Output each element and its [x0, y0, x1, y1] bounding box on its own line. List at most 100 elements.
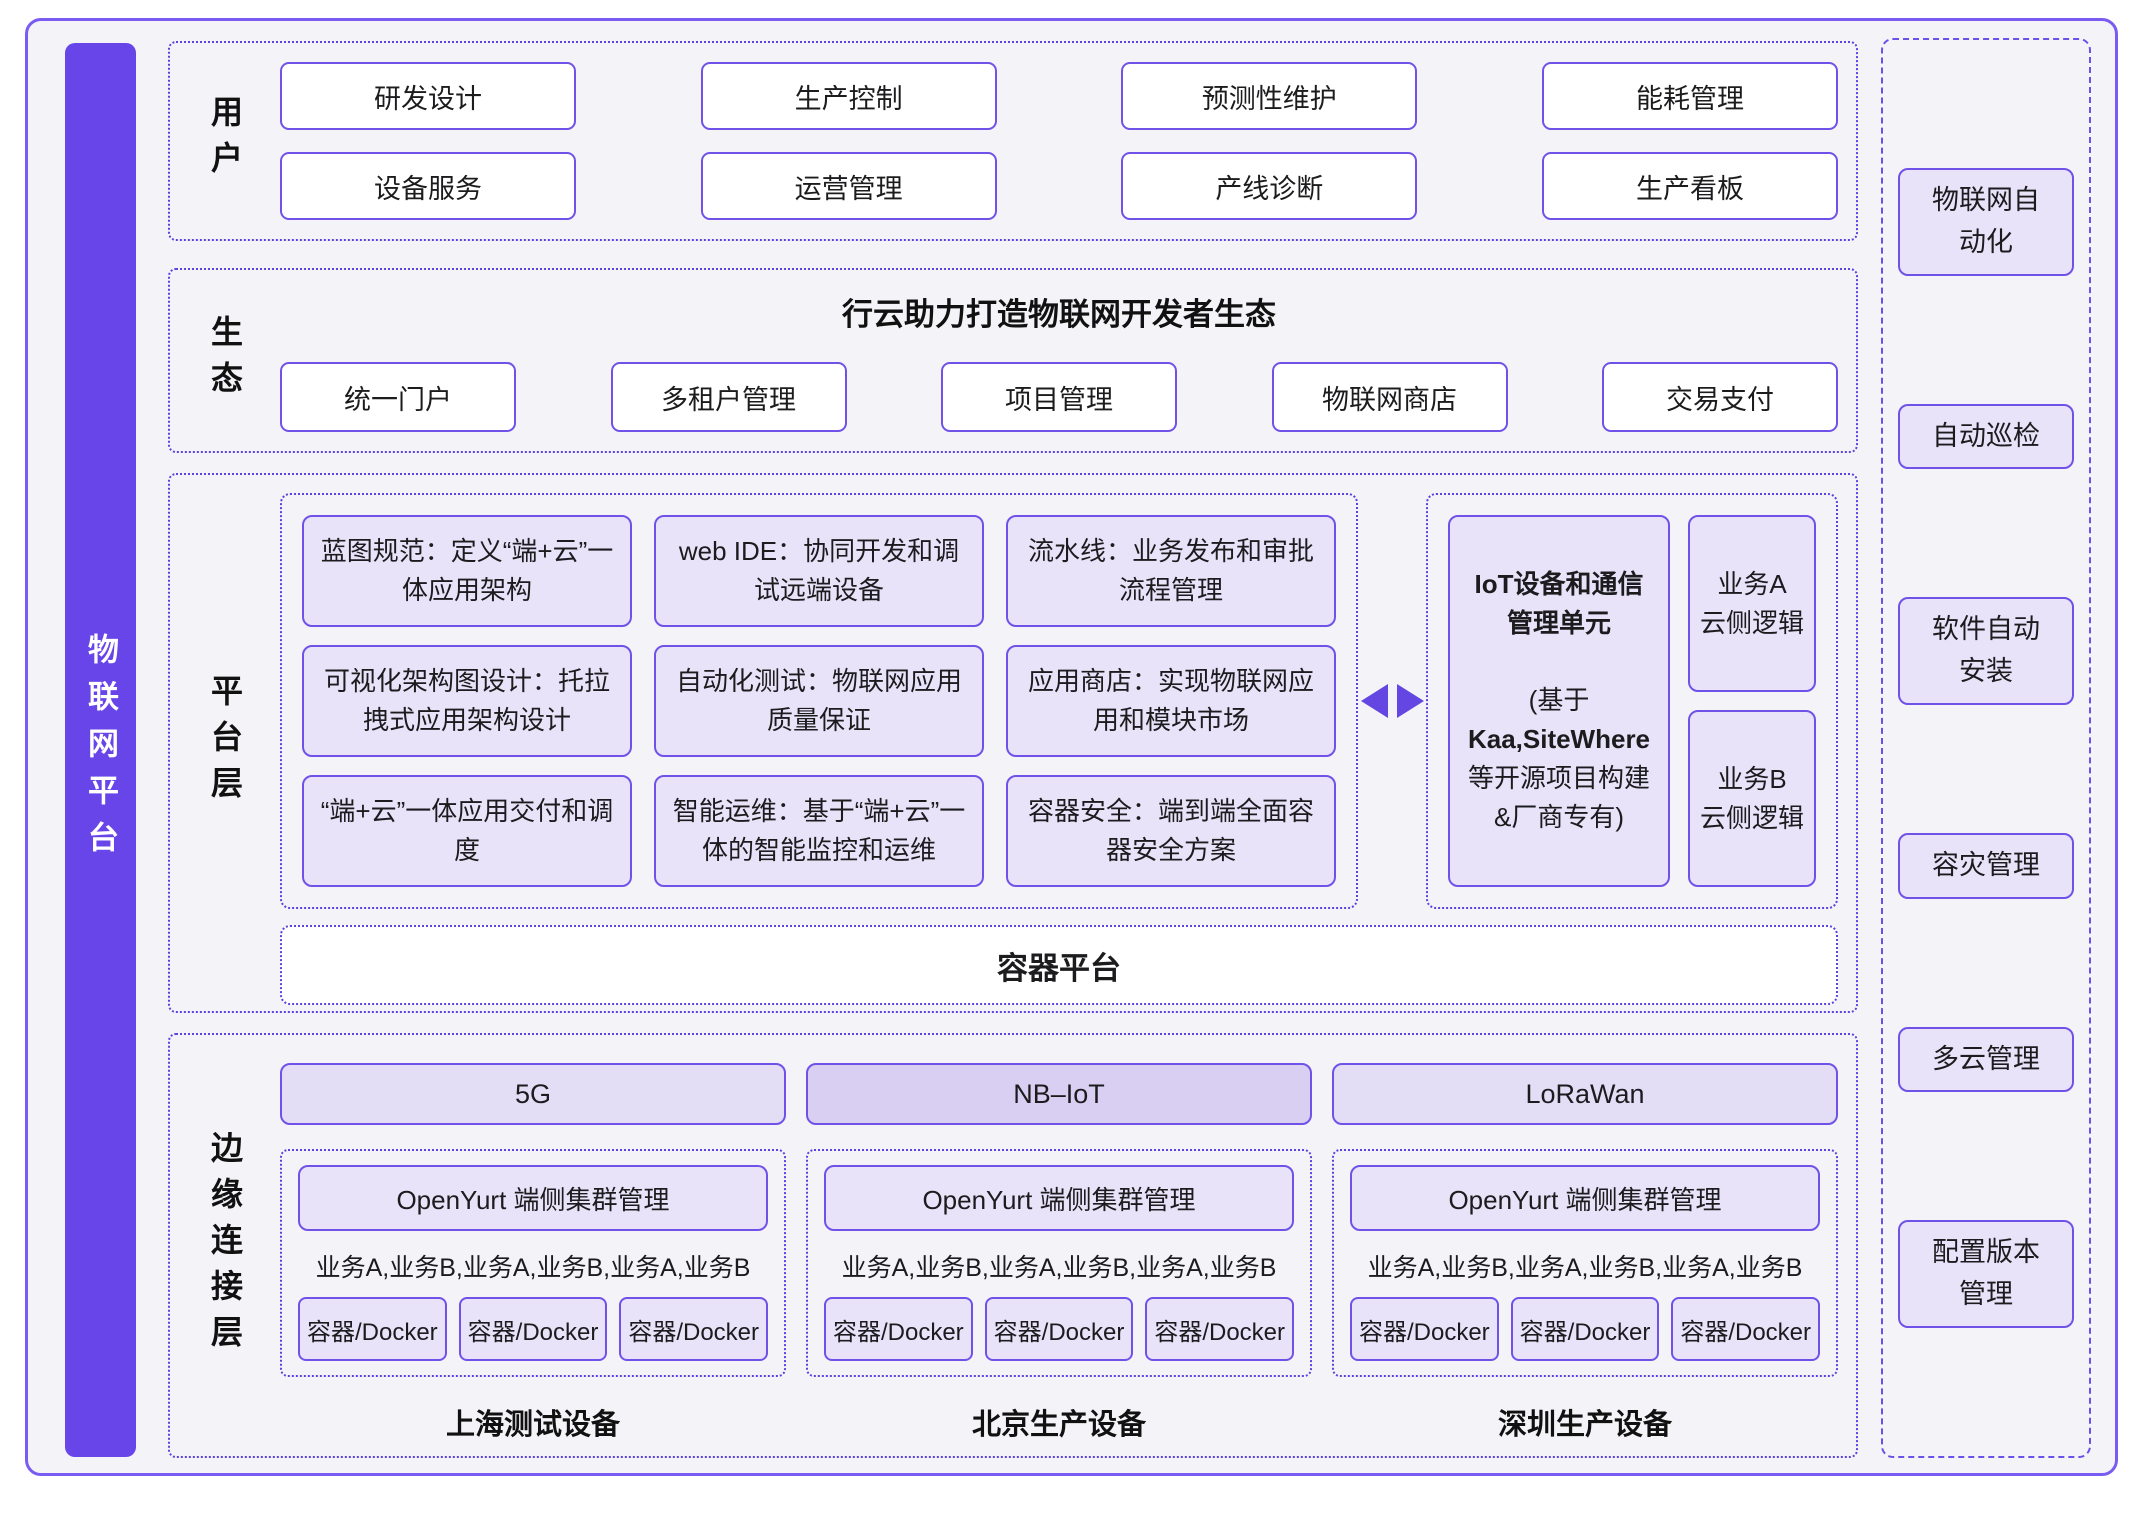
business-a-line1: 业务A: [1717, 568, 1787, 599]
openyurt-bar: OpenYurt 端侧集群管理: [824, 1165, 1294, 1231]
edge-cluster-box-5g: OpenYurt 端侧集群管理 业务A,业务B,业务A,业务B,业务A,业务B …: [280, 1149, 786, 1377]
users-section-label-col: 用户: [170, 43, 280, 239]
sidebar-item-multicloud-management: 多云管理: [1898, 1026, 2074, 1093]
edge-cluster-box-lorawan: OpenYurt 端侧集群管理 业务A,业务B,业务A,业务B,业务A,业务B …: [1332, 1149, 1838, 1377]
iot-unit-subtitle: (基于 Kaa,SiteWhere 等开源项目构建 &厂商专有): [1468, 681, 1650, 837]
platform-section-label: 平台层: [207, 674, 243, 812]
docker-row: 容器/Docker 容器/Docker 容器/Docker: [298, 1297, 769, 1361]
user-box-operations-management: 运营管理: [700, 152, 997, 220]
edge-caption-beijing: 北京生产设备: [971, 1409, 1146, 1441]
platform-cell-auto-test: 自动化测试：物联网应用质量保证: [654, 645, 984, 757]
eco-box-project-management: 项目管理: [941, 362, 1177, 432]
edge-column-5g: 5G OpenYurt 端侧集群管理 业务A,业务B,业务A,业务B,业务A,业…: [280, 1063, 786, 1456]
docker-row: 容器/Docker 容器/Docker 容器/Docker: [1350, 1297, 1821, 1361]
edge-caption-shanghai: 上海测试设备: [445, 1409, 620, 1441]
docker-box: 容器/Docker: [298, 1297, 447, 1361]
business-a-cloud-logic: 业务A 云侧逻辑: [1688, 515, 1816, 692]
cloud-logic-column: 业务A 云侧逻辑 业务B 云侧逻辑: [1688, 515, 1816, 887]
openyurt-bar: OpenYurt 端侧集群管理: [1350, 1165, 1820, 1231]
eco-box-unified-portal: 统一门户: [280, 362, 516, 432]
eco-box-iot-store: 物联网商店: [1271, 362, 1508, 432]
openyurt-bar: OpenYurt 端侧集群管理: [298, 1165, 768, 1231]
ecosystem-section: 生态 行云助力打造物联网开发者生态 统一门户 多租户管理 项目管理 物联网商店 …: [168, 268, 1858, 453]
iot-unit-sub-line2: Kaa,SiteWhere: [1467, 724, 1651, 754]
edge-column-nbiot: NB–IoT OpenYurt 端侧集群管理 业务A,业务B,业务A,业务B,业…: [806, 1063, 1312, 1456]
ecosystem-row: 统一门户 多租户管理 项目管理 物联网商店 交易支付: [280, 362, 1838, 432]
iot-management-group: IoT设备和通信管理单元 (基于 Kaa,SiteWhere 等开源项目构建 &…: [1426, 493, 1838, 909]
edge-section: 边缘连接层 5G OpenYurt 端侧集群管理 业务A,业务B,业务A,业务B…: [168, 1033, 1858, 1458]
platform-capability-grid: 蓝图规范：定义“端+云”一体应用架构 web IDE：协同开发和调试远端设备 流…: [280, 493, 1358, 909]
docker-box: 容器/Docker: [619, 1297, 769, 1361]
ecosystem-section-label: 生态: [207, 314, 243, 407]
sidebar-item-iot-automation: 物联网自动化: [1898, 167, 2074, 276]
docker-box: 容器/Docker: [824, 1297, 973, 1361]
automation-sidebar: 物联网自动化 自动巡检 软件自动安装 容灾管理 多云管理 配置版本管理: [1881, 38, 2091, 1458]
network-bar-lorawan: LoRaWan: [1332, 1063, 1838, 1125]
ecosystem-title: 行云助力打造物联网开发者生态: [842, 297, 1276, 332]
platform-cell-web-ide: web IDE：协同开发和调试远端设备: [654, 515, 984, 627]
business-b-line2: 云侧逻辑: [1699, 802, 1804, 833]
platform-cell-pipeline: 流水线：业务发布和审批流程管理: [1006, 515, 1336, 627]
services-line: 业务A,业务B,业务A,业务B,业务A,业务B: [315, 1254, 751, 1282]
docker-row: 容器/Docker 容器/Docker 容器/Docker: [824, 1297, 1295, 1361]
diagram-page-frame: 物联网平台 用户 研发设计 生产控制 预测性维护 能耗管理 设备服务 运营管理 …: [25, 18, 2118, 1476]
platform-section: 平台层 蓝图规范：定义“端+云”一体应用架构 web IDE：协同开发和调试远端…: [168, 473, 1858, 1013]
user-box-line-diagnosis: 产线诊断: [1121, 152, 1418, 220]
sidebar-item-software-auto-install: 软件自动安装: [1898, 597, 2074, 705]
platform-section-label-col: 平台层: [170, 475, 280, 1011]
iot-unit-title: IoT设备和通信管理单元: [1474, 569, 1644, 638]
edge-section-label-col: 边缘连接层: [170, 1035, 280, 1456]
platform-brand-label: 物联网平台: [83, 632, 118, 868]
sidebar-item-config-version-management: 配置版本管理: [1898, 1220, 2074, 1329]
eco-box-trade-payment: 交易支付: [1602, 362, 1838, 432]
user-box-rd-design: 研发设计: [280, 62, 576, 130]
platform-cell-app-store: 应用商店：实现物联网应用和模块市场: [1006, 645, 1336, 757]
platform-cell-delivery-scheduling: “端+云”一体应用交付和调度: [302, 775, 632, 887]
container-platform-bar: 容器平台: [280, 925, 1838, 1005]
edge-caption-shenzhen: 深圳生产设备: [1497, 1409, 1672, 1441]
network-bar-5g: 5G: [280, 1063, 786, 1125]
user-box-predictive-maintenance: 预测性维护: [1121, 62, 1418, 130]
business-b-line1: 业务B: [1717, 763, 1787, 794]
ecosystem-section-label-col: 生态: [170, 270, 280, 451]
bidirectional-arrows-icon: [1358, 684, 1426, 718]
user-box-energy-management: 能耗管理: [1541, 62, 1838, 130]
user-box-device-service: 设备服务: [280, 152, 576, 220]
sidebar-item-disaster-recovery: 容灾管理: [1898, 832, 2074, 899]
iot-unit-sub-line1: (基于: [1528, 685, 1590, 715]
user-box-production-control: 生产控制: [700, 62, 997, 130]
platform-cell-container-security: 容器安全：端到端全面容器安全方案: [1006, 775, 1336, 887]
docker-box: 容器/Docker: [1350, 1297, 1499, 1361]
iot-device-comm-unit: IoT设备和通信管理单元 (基于 Kaa,SiteWhere 等开源项目构建 &…: [1448, 515, 1670, 887]
platform-content: 蓝图规范：定义“端+云”一体应用架构 web IDE：协同开发和调试远端设备 流…: [280, 475, 1856, 1011]
services-line: 业务A,业务B,业务A,业务B,业务A,业务B: [841, 1254, 1277, 1282]
iot-unit-sub-line4: &厂商专有): [1493, 802, 1624, 832]
docker-box: 容器/Docker: [458, 1297, 608, 1361]
ecosystem-content: 行云助力打造物联网开发者生态 统一门户 多租户管理 项目管理 物联网商店 交易支…: [280, 270, 1856, 451]
users-section-label: 用户: [207, 95, 243, 187]
platform-brand-bar: 物联网平台: [65, 43, 136, 1457]
platform-top-row: 蓝图规范：定义“端+云”一体应用架构 web IDE：协同开发和调试远端设备 流…: [280, 493, 1838, 909]
sidebar-item-auto-inspection: 自动巡检: [1898, 403, 2074, 470]
platform-cell-blueprint: 蓝图规范：定义“端+云”一体应用架构: [302, 515, 632, 627]
docker-box: 容器/Docker: [984, 1297, 1134, 1361]
docker-box: 容器/Docker: [1510, 1297, 1660, 1361]
arrow-left-icon: [1360, 684, 1388, 718]
edge-column-lorawan: LoRaWan OpenYurt 端侧集群管理 业务A,业务B,业务A,业务B,…: [1332, 1063, 1838, 1456]
users-section: 用户 研发设计 生产控制 预测性维护 能耗管理 设备服务 运营管理 产线诊断 生…: [168, 41, 1858, 241]
edge-columns: 5G OpenYurt 端侧集群管理 业务A,业务B,业务A,业务B,业务A,业…: [280, 1035, 1856, 1456]
user-box-production-kanban: 生产看板: [1541, 152, 1838, 220]
business-b-cloud-logic: 业务B 云侧逻辑: [1688, 710, 1816, 887]
platform-cell-intelligent-ops: 智能运维：基于“端+云”一体的智能监控和运维: [654, 775, 984, 887]
docker-box: 容器/Docker: [1145, 1297, 1295, 1361]
network-bar-nbiot: NB–IoT: [806, 1063, 1312, 1125]
eco-box-multi-tenant: 多租户管理: [610, 362, 847, 432]
arrow-right-icon: [1396, 684, 1424, 718]
edge-cluster-box-nbiot: OpenYurt 端侧集群管理 业务A,业务B,业务A,业务B,业务A,业务B …: [806, 1149, 1312, 1377]
services-line: 业务A,业务B,业务A,业务B,业务A,业务B: [1367, 1254, 1803, 1282]
users-grid: 研发设计 生产控制 预测性维护 能耗管理 设备服务 运营管理 产线诊断 生产看板: [280, 43, 1856, 239]
docker-box: 容器/Docker: [1671, 1297, 1821, 1361]
edge-section-label: 边缘连接层: [207, 1130, 243, 1361]
iot-unit-sub-line3: 等开源项目构建: [1467, 763, 1650, 793]
